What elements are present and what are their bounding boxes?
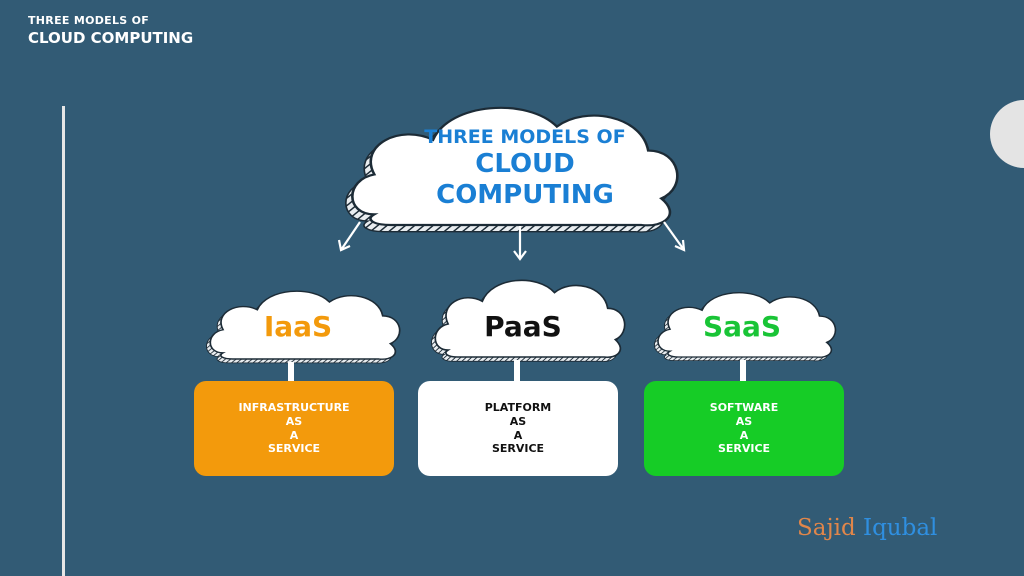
main-cloud-line-3: COMPUTING <box>436 179 614 210</box>
slide-header: THREE MODELS OF CLOUD COMPUTING <box>28 14 193 47</box>
paas-line-3: A <box>513 428 523 442</box>
author-signature: Sajid Iqubal <box>797 515 937 541</box>
paas-connector <box>514 360 520 382</box>
signature-last-name: Iqubal <box>863 515 938 541</box>
iaas-connector <box>288 362 294 382</box>
paas-box: PLATFORM AS A SERVICE <box>418 381 618 476</box>
header-line-2: CLOUD COMPUTING <box>28 29 194 47</box>
iaas-line-3: A <box>289 428 299 442</box>
saas-box: SOFTWARE AS A SERVICE <box>644 381 844 476</box>
main-cloud-text: THREE MODELS OF CLOUD COMPUTING <box>390 126 660 211</box>
arrow-left-icon <box>337 221 361 252</box>
paas-title: PaaS <box>484 310 562 343</box>
signature-first-name: Sajid <box>797 515 856 541</box>
header-line-1: THREE MODELS OF <box>28 14 150 27</box>
iaas-line-1: INFRASTRUCTURE <box>238 401 350 414</box>
paas-line-4: SERVICE <box>491 442 545 456</box>
saas-line-3: A <box>739 428 749 442</box>
vertical-divider <box>62 106 65 576</box>
arrow-right-icon <box>663 221 686 252</box>
saas-line-1: SOFTWARE <box>709 401 779 414</box>
saas-connector <box>740 360 746 382</box>
saas-title: SaaS <box>702 310 782 343</box>
iaas-line-2: AS <box>285 414 303 428</box>
main-cloud-line-1: THREE MODELS OF <box>424 126 626 148</box>
iaas-line-4: SERVICE <box>267 442 321 456</box>
paas-line-1: PLATFORM <box>484 401 552 414</box>
paas-line-2: AS <box>509 414 527 428</box>
saas-line-4: SERVICE <box>717 442 771 456</box>
iaas-box: INFRASTRUCTURE AS A SERVICE <box>194 381 394 476</box>
iaas-title: IaaS <box>263 310 333 343</box>
main-cloud-line-2: CLOUD <box>475 148 575 179</box>
arrow-center-icon <box>513 226 527 261</box>
saas-line-2: AS <box>735 414 753 428</box>
